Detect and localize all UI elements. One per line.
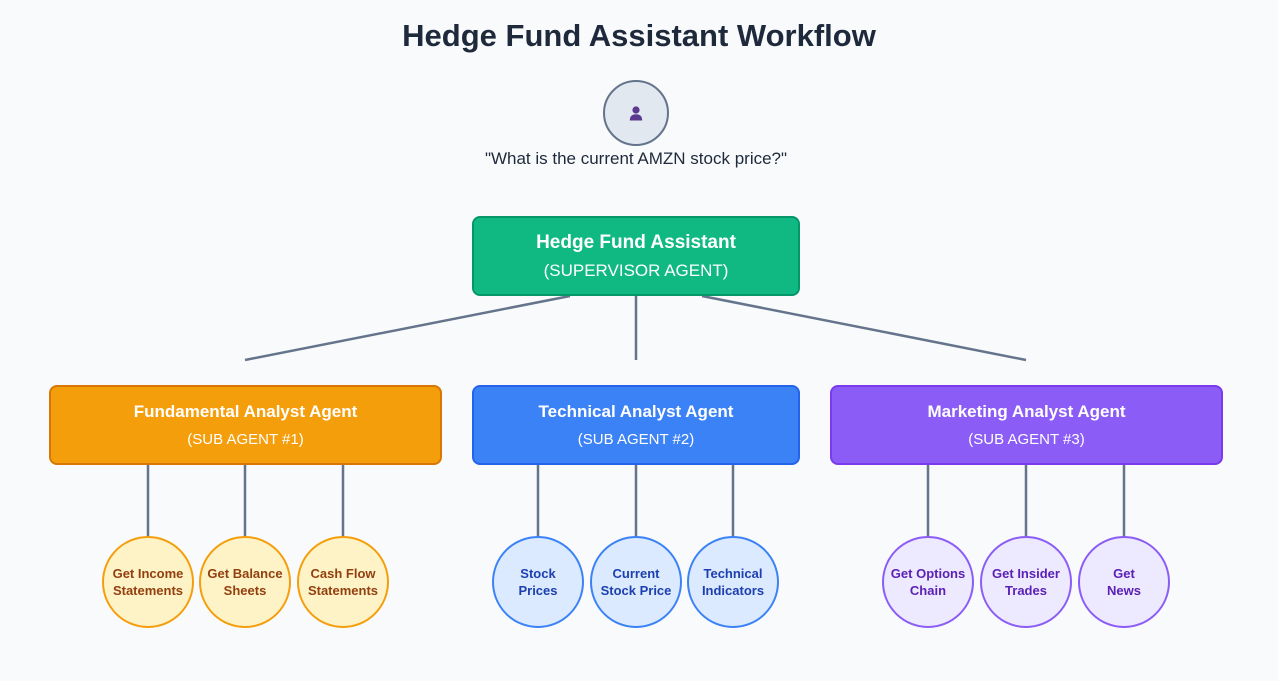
supervisor-agent-role: (SUPERVISOR AGENT) xyxy=(543,260,729,280)
technical-analyst-agent-box: Technical Analyst Agent (SUB AGENT #2) xyxy=(472,385,800,465)
tool-label-line-1: Get xyxy=(1113,566,1135,581)
marketing-analyst-agent-box: Marketing Analyst Agent (SUB AGENT #3) xyxy=(830,385,1223,465)
connector-supervisor-marketing xyxy=(701,294,1027,362)
user-avatar xyxy=(603,80,669,146)
fundamental-agent-name: Fundamental Analyst Agent xyxy=(133,402,358,421)
marketing-agent-role: (SUB AGENT #3) xyxy=(968,431,1085,448)
supervisor-agent-name: Hedge Fund Assistant xyxy=(536,231,736,253)
tool-label-line-2: Prices xyxy=(518,583,558,598)
technical-agent-name: Technical Analyst Agent xyxy=(538,402,734,421)
user-icon xyxy=(629,106,643,121)
tool-label-line-1: Get Income xyxy=(112,566,184,581)
tool-label-line-2: Stock Price xyxy=(600,583,672,598)
tool-label-line-1: Get Balance xyxy=(207,566,283,581)
diagram-title: Hedge Fund Assistant Workflow xyxy=(402,18,876,53)
tool-label-line-2: Chain xyxy=(909,583,947,598)
connector-supervisor-fundamental xyxy=(244,294,571,362)
tool-label-line-1: Stock xyxy=(520,566,556,581)
user-query: "What is the current AMZN stock price?" xyxy=(484,149,788,168)
tool-label-line-1: Get Options xyxy=(890,566,966,581)
tool-label-line-1: Get Insider xyxy=(992,566,1060,581)
tool-label-line-1: Current xyxy=(612,566,660,581)
technical-agent-role: (SUB AGENT #2) xyxy=(577,431,695,448)
tool-label-line-2: Indicators xyxy=(701,583,765,598)
tool-label-line-2: Statements xyxy=(112,583,184,598)
tool-label-line-2: Sheets xyxy=(223,583,267,598)
tool-label-line-1: Technical xyxy=(703,566,763,581)
tool-label-line-2: Trades xyxy=(1005,583,1047,598)
fundamental-agent-role: (SUB AGENT #1) xyxy=(187,431,304,448)
tool-label-line-2: News xyxy=(1107,583,1141,598)
tool-label-line-2: Statements xyxy=(307,583,379,598)
supervisor-agent-box: Hedge Fund Assistant (SUPERVISOR AGENT) xyxy=(472,216,800,296)
fundamental-analyst-agent-box: Fundamental Analyst Agent (SUB AGENT #1) xyxy=(49,385,442,465)
marketing-agent-name: Marketing Analyst Agent xyxy=(927,402,1126,421)
tool-label-line-1: Cash Flow xyxy=(310,566,376,581)
